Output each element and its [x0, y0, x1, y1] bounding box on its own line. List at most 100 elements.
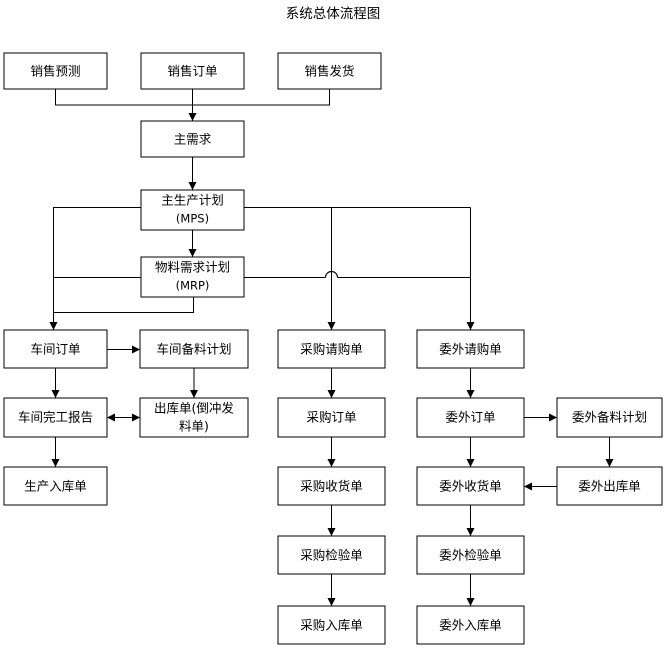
- node-label: 采购请购单: [300, 342, 363, 357]
- node-label: 委外请购单: [439, 342, 502, 357]
- node-box[interactable]: [140, 120, 245, 158]
- node-box[interactable]: [277, 605, 386, 645]
- arrowhead-mps: [188, 182, 197, 190]
- arrowhead-purchase-inspect: [327, 528, 336, 536]
- node-label: 销售订单: [167, 64, 217, 79]
- node-box[interactable]: [3, 52, 108, 90]
- node-outsource-order[interactable]: 委外订单: [416, 397, 525, 438]
- node-purchase-in-store[interactable]: 采购入库单: [277, 605, 386, 645]
- node-layer: 销售预测 销售订单 销售发货 主需求 主生产计划 (MPS): [3, 52, 663, 645]
- node-workshop-done-report[interactable]: 车间完工报告: [3, 397, 108, 438]
- node-sales-forecast[interactable]: 销售预测: [3, 52, 108, 90]
- node-box[interactable]: [556, 466, 663, 506]
- node-mps[interactable]: 主生产计划 (MPS): [140, 189, 245, 231]
- node-label: 委外入库单: [439, 618, 502, 633]
- node-sales-delivery[interactable]: 销售发货: [277, 52, 382, 90]
- arrowhead-outsource-inspect: [466, 528, 475, 536]
- arrowhead-workshop-order: [49, 322, 58, 330]
- node-box[interactable]: [140, 52, 245, 90]
- node-box[interactable]: [416, 397, 525, 438]
- arrowhead-purchase-request: [327, 322, 336, 330]
- node-box[interactable]: [277, 52, 382, 90]
- node-label: 委外检验单: [439, 548, 502, 563]
- node-label: 采购收货单: [300, 479, 363, 494]
- node-purchase-inspect[interactable]: 采购检验单: [277, 535, 386, 575]
- arrowhead-outsource-order: [466, 390, 475, 398]
- node-box[interactable]: [277, 397, 386, 438]
- arrowhead-prod-receipt-note: [51, 459, 60, 467]
- node-label: 物料需求计划: [155, 260, 230, 275]
- node-purchase-request[interactable]: 采购请购单: [277, 329, 386, 369]
- node-sublabel: (MRP): [176, 279, 210, 293]
- node-box[interactable]: [416, 535, 525, 575]
- page-title: 系统总体流程图: [286, 6, 381, 22]
- arrowhead-main-demand: [188, 113, 197, 121]
- node-label: 委外备料计划: [572, 410, 647, 425]
- node-label: 生产入库单: [24, 479, 87, 494]
- node-box[interactable]: [416, 466, 525, 506]
- node-outsource-in-store[interactable]: 委外入库单: [416, 605, 525, 645]
- node-prod-receipt-note[interactable]: 生产入库单: [3, 466, 108, 506]
- arrowhead-issue-note-right: [132, 413, 140, 422]
- node-outsource-issue[interactable]: 委外出库单: [556, 466, 663, 506]
- node-label: 采购检验单: [300, 548, 363, 563]
- node-label: 车间订单: [30, 342, 80, 357]
- node-label: 主需求: [174, 132, 212, 147]
- node-label: 委外出库单: [578, 479, 641, 494]
- node-label: 主生产计划: [161, 193, 224, 208]
- arrowhead-purchase-order: [327, 390, 336, 398]
- arrowhead-outsource-in-store: [466, 598, 475, 606]
- node-outsource-request[interactable]: 委外请购单: [416, 329, 525, 369]
- arrowhead-mrp: [188, 249, 197, 257]
- node-box[interactable]: [139, 397, 249, 438]
- node-label: 委外收货单: [439, 479, 502, 494]
- arrowhead-outsource-request: [466, 322, 475, 330]
- node-box[interactable]: [140, 256, 245, 298]
- node-box[interactable]: [556, 397, 663, 438]
- edge-mps-left-to-workshop-order: [52, 206, 141, 330]
- node-box[interactable]: [3, 329, 108, 369]
- node-workshop-order[interactable]: 车间订单: [3, 329, 108, 369]
- connector-layer: [49, 89, 614, 606]
- edge-mrp-bottom-to-bus: [53, 297, 195, 314]
- node-label: 销售发货: [304, 64, 354, 79]
- node-sublabel: (MPS): [176, 212, 209, 226]
- arrowhead-purchase-receive: [327, 459, 336, 467]
- node-purchase-receive[interactable]: 采购收货单: [277, 466, 386, 506]
- node-workshop-prep-plan[interactable]: 车间备料计划: [139, 329, 249, 369]
- arrowhead-workshop-prep-plan: [132, 345, 140, 354]
- arrowhead-purchase-in-store: [327, 598, 336, 606]
- node-label: 车间完工报告: [18, 410, 93, 425]
- node-box[interactable]: [277, 329, 386, 369]
- node-outsource-receive[interactable]: 委外收货单: [416, 466, 525, 506]
- arrowhead-outsource-prep-plan: [549, 413, 557, 422]
- node-box[interactable]: [416, 605, 525, 645]
- node-box[interactable]: [416, 329, 525, 369]
- node-sublabel: 料单): [179, 419, 209, 434]
- arrowhead-outsource-receive-left: [524, 482, 532, 491]
- node-box[interactable]: [277, 466, 386, 506]
- node-box[interactable]: [3, 397, 108, 438]
- node-box[interactable]: [3, 466, 108, 506]
- node-label: 出库单(倒冲发: [154, 401, 234, 416]
- node-purchase-order[interactable]: 采购订单: [277, 397, 386, 438]
- arrowhead-workshop-done-report: [51, 390, 60, 398]
- node-outsource-prep-plan[interactable]: 委外备料计划: [556, 397, 663, 438]
- node-label: 委外订单: [445, 410, 495, 425]
- arrowhead-outsource-issue: [605, 459, 614, 467]
- node-box[interactable]: [139, 329, 249, 369]
- node-box[interactable]: [277, 535, 386, 575]
- node-sales-order[interactable]: 销售订单: [140, 52, 245, 90]
- node-label: 车间备料计划: [156, 342, 231, 357]
- node-label: 采购订单: [306, 410, 356, 425]
- node-label: 销售预测: [30, 64, 80, 79]
- arrowhead-done-report-left: [107, 413, 115, 422]
- arrowhead-outsource-receive: [466, 459, 475, 467]
- arrowhead-issue-note: [190, 390, 198, 398]
- node-issue-note[interactable]: 出库单(倒冲发 料单): [139, 397, 249, 438]
- node-main-demand[interactable]: 主需求: [140, 120, 245, 158]
- node-box[interactable]: [140, 189, 245, 231]
- node-mrp[interactable]: 物料需求计划 (MRP): [140, 256, 245, 298]
- node-outsource-inspect[interactable]: 委外检验单: [416, 535, 525, 575]
